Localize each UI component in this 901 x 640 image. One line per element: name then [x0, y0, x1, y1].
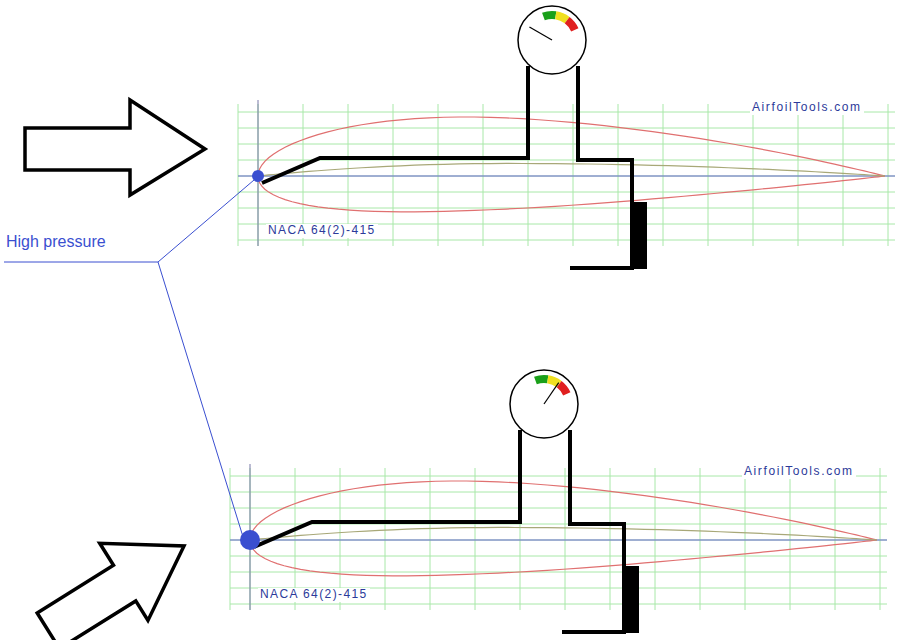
fluid-column	[625, 566, 639, 633]
airfoil-outline	[258, 117, 885, 212]
flow-arrow	[23, 506, 207, 640]
watermark: AirfoilTools.com	[742, 465, 856, 479]
pressure-gauge	[510, 370, 578, 438]
airfoil-outline	[250, 481, 877, 576]
airfoil-panel	[230, 370, 887, 633]
camber-line	[258, 163, 885, 176]
airfoil-panel	[238, 6, 895, 269]
chord-line	[230, 540, 887, 541]
airfoil-name: NACA 64(2)-415	[266, 224, 378, 238]
stagnation-point	[240, 530, 260, 550]
grid	[238, 104, 895, 246]
grid	[230, 468, 887, 610]
pressure-tube	[262, 66, 632, 268]
airfoil-name: NACA 64(2)-415	[258, 588, 370, 602]
camber-line	[250, 527, 877, 540]
pressure-gauge	[518, 6, 586, 74]
fluid-column	[633, 202, 647, 269]
chord-line	[238, 176, 895, 177]
leader-line	[4, 180, 254, 540]
flow-arrow	[25, 100, 205, 195]
watermark: AirfoilTools.com	[750, 101, 864, 115]
pressure-tube	[254, 430, 624, 632]
callout-label: High pressure	[4, 233, 108, 251]
